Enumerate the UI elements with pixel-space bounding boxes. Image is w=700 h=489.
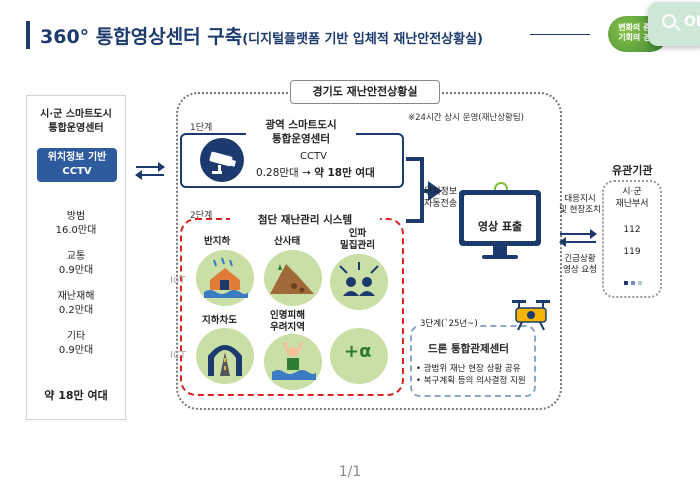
tile-crowd-line1: 인파 (348, 228, 367, 239)
logo-line1: 변화의 중심 (618, 23, 658, 32)
landslide-icon (264, 250, 322, 306)
city-center-title-line1: 시·군 스마트도시 (40, 109, 112, 120)
tile-label-semi-basement: 반지하 (204, 236, 231, 247)
search-icon (662, 14, 676, 28)
more-dots-icon (624, 270, 645, 289)
wireless-signal-icon (494, 182, 508, 190)
bidirectional-arrow-icon (135, 160, 165, 182)
stat-label: 방범 (66, 211, 86, 222)
stat-label: 기타 (66, 331, 86, 342)
iot-tag: IoT (170, 275, 186, 286)
cctv-badge-line2: CCTV (62, 166, 92, 177)
plus-alpha-label: +α (344, 341, 372, 362)
page-title-bar: 360° 통합영상센터 구축(디지털플랫폼 기반 입체적 재난안전상황실) (26, 18, 566, 52)
logo-line2: 기회의 경기 (618, 33, 658, 42)
plus-alpha-tile (330, 328, 388, 384)
operation-note: ※24시간 상시 운영(재난상황팀) (408, 113, 524, 123)
crowd-icon (330, 254, 388, 310)
response-command-text: 대응지시 및 현장조치 (558, 194, 602, 216)
stage3-bullet-2-text: 복구계획 등의 의사결정 지원 (423, 376, 526, 386)
flood-house-icon (196, 250, 254, 306)
drowning-person-icon (264, 334, 322, 390)
flow-arrow-icon (406, 157, 442, 223)
agency-112: 112 (623, 225, 641, 235)
stage1-cctv: CCTV (300, 151, 327, 162)
title-accent-bar (26, 21, 30, 49)
tile-label-casualty: 인명피해 우려지역 (270, 310, 305, 334)
stage1-count-to: 약 18만 여대 (314, 167, 375, 179)
stage1-title-line1: 광역 스마트도시 (265, 119, 337, 131)
stage2-title: 첨단 재난관리 시스템 (230, 212, 380, 226)
stage3-label: 3단계(`25년~) (418, 317, 480, 329)
city-center-title: 시·군 스마트도시 통합운영센터 (27, 108, 125, 136)
page-title-main: 360° 통합영상센터 구축 (40, 26, 243, 48)
tile-casualty-line2: 우려지역 (270, 322, 305, 333)
agency-119: 119 (623, 247, 641, 257)
stat-value: 16.0만대 (55, 225, 97, 236)
stat-crime-prevention: 방범 16.0만대 (27, 210, 125, 238)
bidirectional-arrow-icon (559, 228, 597, 248)
monitor-base (482, 255, 518, 259)
flow-text-line1: 위치정보 (424, 187, 458, 197)
city-center-title-line2: 통합운영센터 (48, 123, 104, 134)
location-cctv-badge: 위치정보 기반 CCTV (37, 148, 117, 182)
response-line1: 대응지시 (564, 194, 596, 204)
underpass-icon (196, 328, 254, 384)
disaster-room-title: 경기도 재난안전상황실 (290, 80, 440, 104)
location-auto-transfer: 위치정보 자동전송 (424, 186, 457, 210)
page-title-sub: (디지털플랫폼 기반 입체적 재난안전상황실) (242, 32, 483, 47)
response-line2: 및 현장조치 (559, 205, 601, 215)
stat-value: 0.9만대 (58, 345, 94, 356)
ok-button-label: OK (684, 14, 700, 30)
tile-label-crowd: 인파 밀집관리 (340, 228, 375, 252)
monitor-stand (493, 246, 507, 256)
page-number: 1/1 (338, 464, 362, 480)
cctv-total: 약 18만 여대 (44, 389, 108, 402)
stage1-title-line2: 통합운영센터 (272, 133, 330, 145)
cctv-camera-icon (200, 138, 244, 182)
tile-label-underpass: 지하차도 (202, 315, 237, 326)
stat-value: 0.2만대 (58, 305, 94, 316)
stage1-count-from: 0.28만대 → (256, 167, 311, 179)
tile-label-landslide: 산사태 (274, 236, 301, 247)
page-title: 360° 통합영상센터 구축(디지털플랫폼 기반 입체적 재난안전상황실) (40, 22, 483, 49)
video-display-label: 영상 표출 (477, 220, 523, 233)
drone-icon (512, 300, 550, 331)
emergency-line1: 긴급상황 (564, 254, 596, 264)
related-agencies-box (602, 180, 662, 298)
stat-value: 0.9만대 (58, 265, 94, 276)
stat-label: 교통 (66, 251, 86, 262)
stat-other: 기타 0.9만대 (27, 330, 125, 358)
stage3-bullet-1: • 광범위 재난 현장 상황 공유 (416, 364, 521, 374)
emergency-line2: 영상 요청 (563, 265, 597, 275)
city-center-panel: 시·군 스마트도시 통합운영센터 위치정보 기반 CCTV 방범 16.0만대 … (26, 95, 126, 420)
cctv-badge-line1: 위치정보 기반 (47, 152, 107, 163)
title-divider (530, 34, 590, 35)
stat-disaster: 재난재해 0.2만대 (27, 290, 125, 318)
stage1-count: 0.28만대 → 약 18만 여대 (256, 165, 375, 180)
video-monitor (459, 190, 541, 246)
stage3-title: 드론 통합관제센터 (428, 343, 509, 355)
stage1-label: 1단계 (190, 123, 213, 133)
ict-tag: ICT (170, 350, 187, 361)
stat-traffic: 교통 0.9만대 (27, 250, 125, 278)
tile-crowd-line2: 밀집관리 (340, 240, 375, 251)
stage1-title: 광역 스마트도시 통합운영센터 (246, 118, 356, 148)
stat-label: 재난재해 (57, 291, 95, 302)
related-agencies-title: 유관기관 (612, 164, 653, 177)
stage3-bullet-2: • 복구계획 등의 의사결정 지원 (416, 376, 526, 386)
agency-disaster-dept: 재난부서 (615, 199, 649, 209)
stage3-bullet-1-text: 광범위 재난 현장 상황 공유 (423, 364, 521, 374)
tile-casualty-line1: 인명피해 (270, 310, 305, 321)
flow-text-line2: 자동전송 (424, 199, 458, 209)
stage2-label: 2단계 (190, 211, 213, 221)
agency-city: 시·군 (622, 187, 642, 197)
ok-button[interactable]: OK (648, 2, 700, 46)
emergency-request-text: 긴급상황 영상 요청 (558, 254, 602, 276)
